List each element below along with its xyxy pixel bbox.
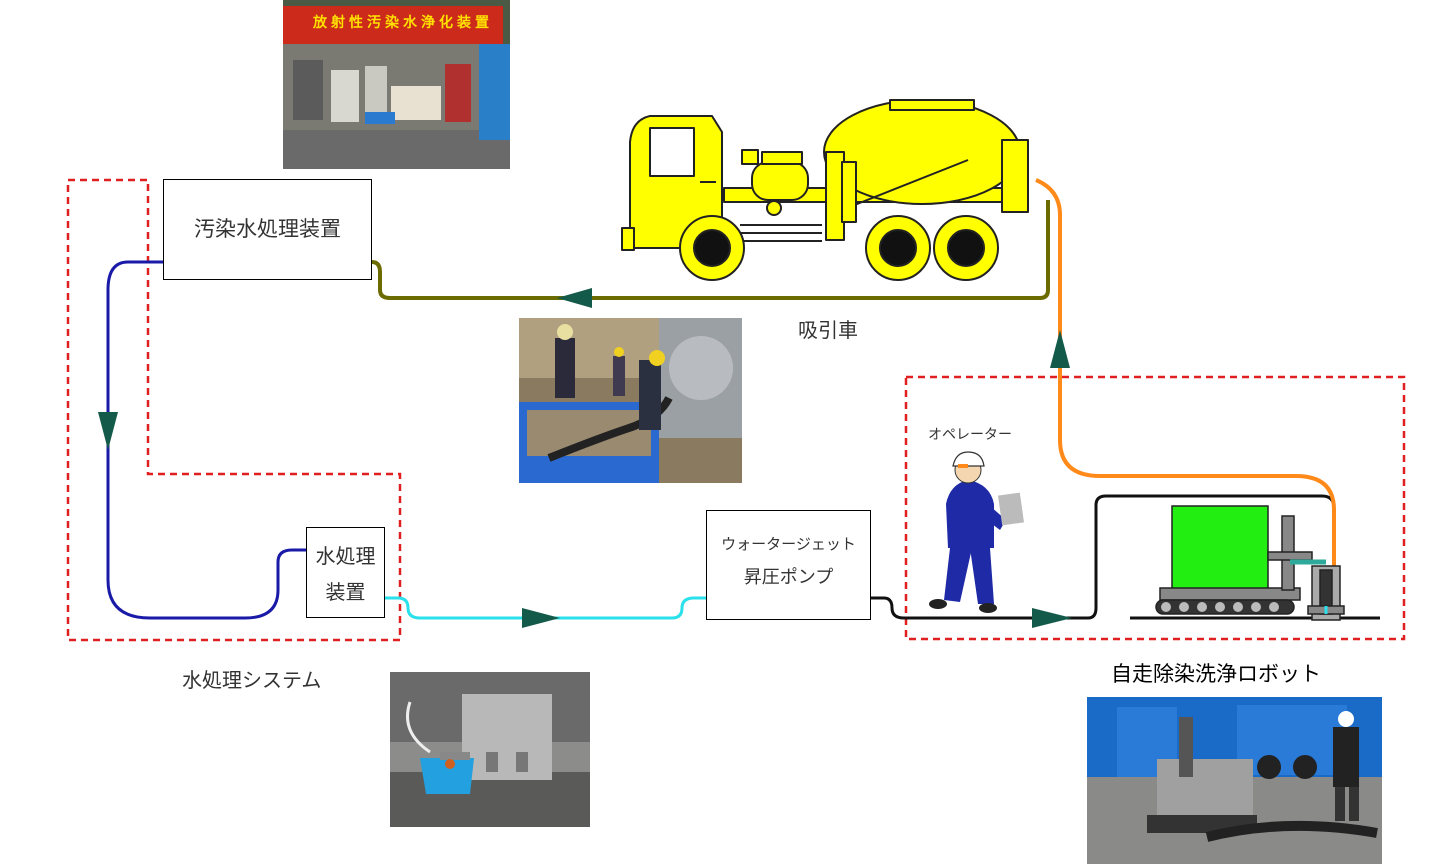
pump-line2: 昇圧ポンプ bbox=[743, 567, 834, 588]
water-system-frame bbox=[66, 178, 402, 642]
orange-suction-hose bbox=[1035, 178, 1336, 568]
flow-arrow-olive bbox=[557, 288, 592, 308]
water-jet-booster-pump: ウォータージェット 昇圧ポンプ bbox=[706, 510, 871, 620]
water-treatment-unit: 水処理 装置 bbox=[306, 527, 385, 618]
flow-arrow-cyan bbox=[522, 608, 560, 628]
flow-arrow-blue bbox=[98, 412, 118, 450]
black-high-pressure-hose bbox=[870, 494, 1336, 620]
suction-truck bbox=[621, 99, 1029, 281]
operator-figure bbox=[929, 451, 1024, 613]
flow-arrow-black bbox=[1032, 608, 1072, 628]
suction-truck-label: 吸引車 bbox=[798, 318, 858, 342]
pump-line1: ウォータージェット bbox=[721, 535, 856, 553]
olive-return-pipe bbox=[371, 200, 1050, 300]
water-unit-line2: 装置 bbox=[325, 580, 366, 604]
photo-cleaning-robot bbox=[1087, 697, 1382, 864]
water-unit-line1: 水処理 bbox=[315, 544, 376, 568]
photo-suction-work bbox=[519, 318, 742, 483]
photo-purification-trailer: 放射性汚染水浄化装置 bbox=[283, 0, 510, 169]
blue-pipe bbox=[106, 260, 306, 620]
treatment-unit-label: 汚染水処理装置 bbox=[194, 217, 341, 241]
contaminated-water-treatment-unit: 汚染水処理装置 bbox=[163, 179, 372, 280]
trailer-banner-text: 放射性汚染水浄化装置 bbox=[313, 15, 493, 31]
flow-arrow-orange bbox=[1050, 330, 1070, 368]
robot-photo-art bbox=[1087, 697, 1382, 864]
photo-water-treatment-unit bbox=[390, 672, 590, 827]
trailer-photo-art bbox=[283, 0, 510, 169]
operator-label: オペレーター bbox=[928, 427, 1012, 443]
robot-area-frame bbox=[904, 375, 1406, 641]
suction-photo-art bbox=[519, 318, 742, 483]
robot-label: 自走除染洗浄ロボット bbox=[1111, 662, 1321, 686]
cleaning-robot bbox=[1130, 505, 1380, 621]
water-unit-photo-art bbox=[390, 672, 590, 827]
water-system-label: 水処理システム bbox=[182, 668, 322, 692]
